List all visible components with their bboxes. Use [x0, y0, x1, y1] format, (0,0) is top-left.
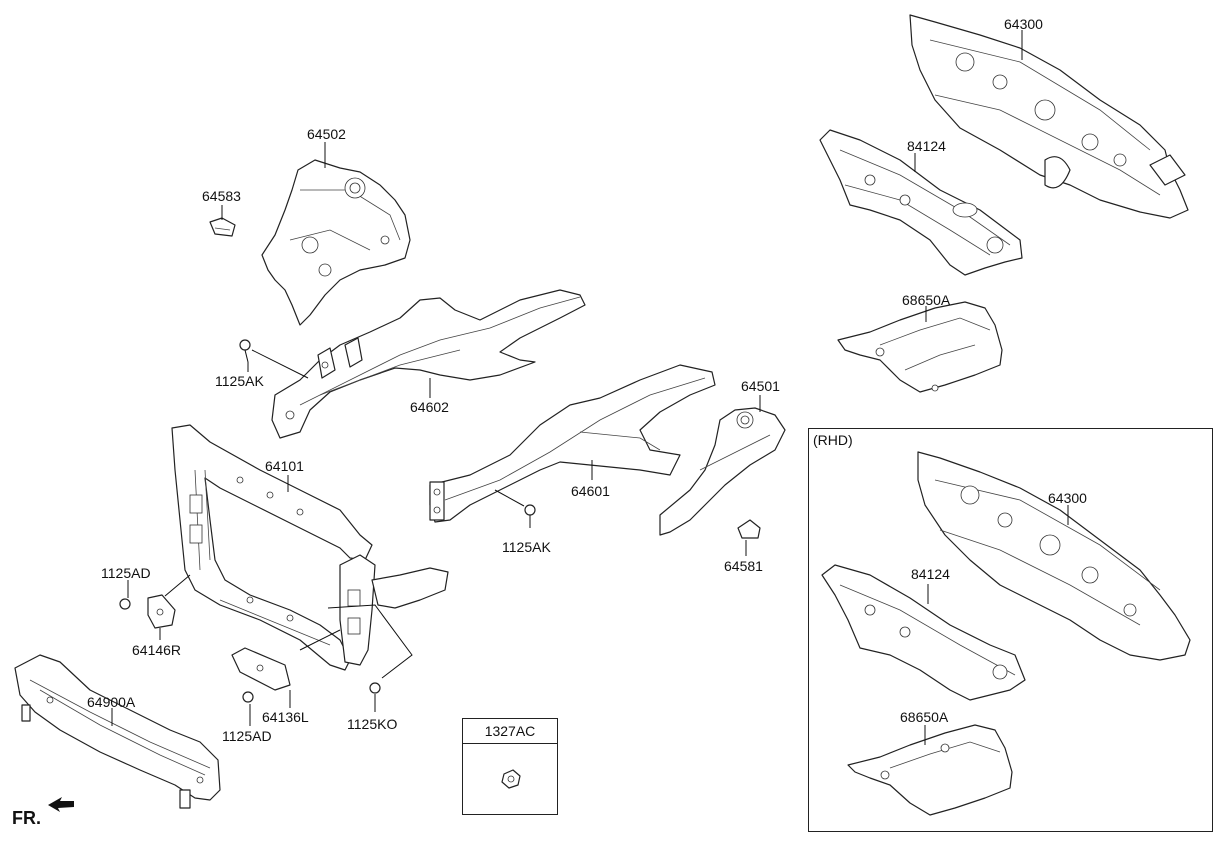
ref-box-title: 1327AC	[463, 719, 557, 744]
front-arrow-icon	[48, 797, 74, 812]
label-68650a-rhd: 68650A	[900, 709, 949, 725]
part-1125ad-bolt-lower	[242, 691, 254, 703]
rhd-variant-box: (RHD)	[808, 428, 1213, 832]
label-1125ko: 1125KO	[347, 716, 398, 732]
label-64501: 64501	[741, 378, 780, 394]
part-68650a-heat-protector-rhd	[847, 724, 1013, 816]
leader-1125ak-left-2	[251, 349, 309, 379]
label-64101: 64101	[265, 458, 304, 474]
rhd-title: (RHD)	[813, 432, 853, 448]
part-1125ad-bolt-upper	[119, 598, 131, 610]
label-1125ad-upper: 1125AD	[101, 565, 151, 581]
label-64900a: 64900A	[87, 694, 136, 710]
part-64602-side-member	[271, 289, 586, 439]
label-1125ad-lower: 1125AD	[222, 728, 272, 744]
nut-1327ac-icon	[501, 769, 521, 789]
label-64581: 64581	[724, 558, 763, 574]
part-68650a-heat-protector	[837, 301, 1003, 393]
label-84124-rhd: 84124	[911, 566, 950, 582]
leader-1125ak-mid	[494, 489, 525, 507]
part-64501-apron	[659, 407, 786, 536]
label-64300-rhd: 64300	[1048, 490, 1087, 506]
part-64136l-bracket	[231, 647, 291, 691]
label-64146r: 64146R	[132, 642, 182, 658]
label-1125ak-left: 1125AK	[215, 373, 264, 389]
label-1125ak-mid: 1125AK	[502, 539, 551, 555]
label-64602: 64602	[410, 399, 449, 415]
part-64300-dash-panel-rhd	[917, 451, 1191, 661]
part-84124-insulator-rhd	[821, 564, 1026, 701]
leader-64146r-link	[164, 574, 191, 597]
part-64583-bracket	[209, 217, 236, 237]
label-64136l: 64136L	[262, 709, 309, 725]
part-64601-side-member	[429, 364, 716, 523]
label-68650a-top: 68650A	[902, 292, 951, 308]
label-64502: 64502	[307, 126, 346, 142]
part-1125ko-bolt	[369, 682, 381, 694]
ref-box-1327ac: 1327AC	[462, 718, 558, 815]
part-64146r-bracket	[147, 594, 176, 629]
part-1125ak-bolt-mid	[524, 504, 536, 528]
part-1125ak-bolt-left	[239, 339, 251, 363]
part-64502-apron	[261, 159, 411, 326]
leader-64136l-link	[299, 629, 341, 651]
part-64581-bracket	[737, 519, 761, 539]
part-64900a-bumper-beam	[14, 654, 221, 809]
label-64300-top: 64300	[1004, 16, 1043, 32]
part-84124-insulator	[819, 129, 1023, 276]
label-64601: 64601	[571, 483, 610, 499]
label-84124-top: 84124	[907, 138, 946, 154]
part-64300-dash-panel	[909, 14, 1189, 219]
front-indicator-label: FR.	[12, 808, 41, 828]
part-64101-carrier	[171, 424, 449, 671]
label-64583: 64583	[202, 188, 241, 204]
leader-1125ko-bracket	[327, 604, 413, 679]
